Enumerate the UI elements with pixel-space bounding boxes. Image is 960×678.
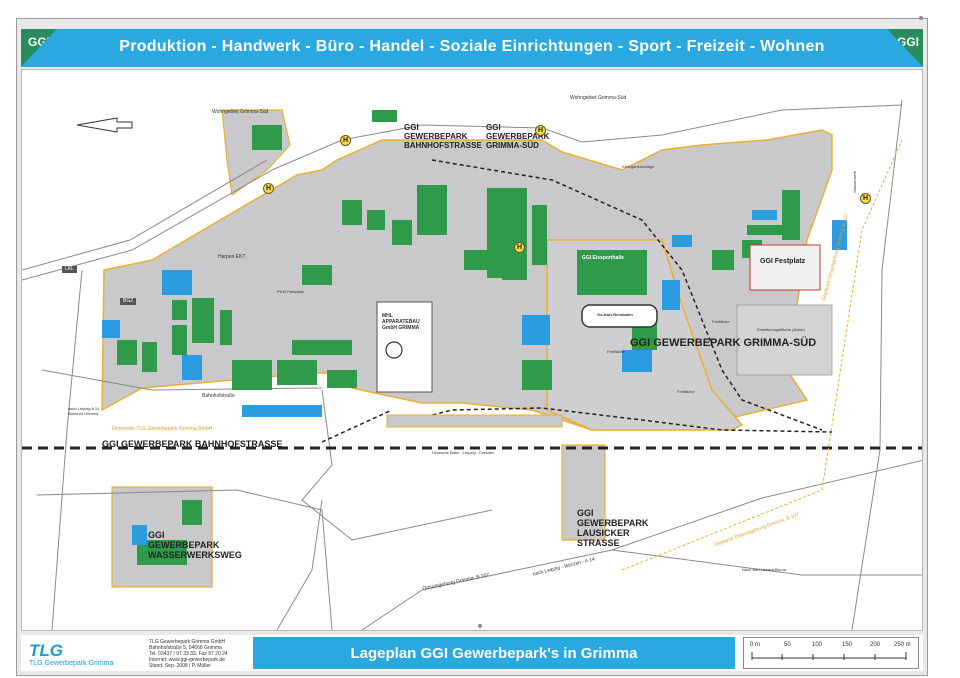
- tlg-logo-mark: TLG: [29, 641, 63, 660]
- scale-ruler: [751, 652, 907, 660]
- label-bgz: BGZ: [120, 298, 137, 305]
- bus-stop-icon: H: [535, 125, 546, 136]
- scale-bar: 0 m 50 100 150 200 250 m: [743, 637, 919, 669]
- bus-stop-icon: H: [263, 183, 274, 194]
- scale-label: 100: [812, 642, 823, 648]
- label-lausicker: GGI GEWERBEPARK LAUSICKER STRASSE: [577, 508, 649, 548]
- label-wohngebiet-top: Wohngebiet Grimma-Süd: [570, 95, 627, 101]
- map-drawing: [22, 99, 922, 630]
- site-map[interactable]: GGI GEWERBEPARK BAHNHOFSTRASSE GGI GEWER…: [21, 69, 923, 631]
- label-grimma-sued-main: GGI GEWERBEPARK GRIMMA-SÜD: [630, 337, 817, 349]
- label-freiflaeche-2: Freifläche: [607, 349, 625, 354]
- label-tlg-firm: Firmensitz TLG Gewerbepark Grimma GmbH: [112, 426, 213, 432]
- bus-stop-icon: H: [340, 135, 351, 146]
- label-deutsche-bahn: Deutsche Bahn - Leipzig - Dresden: [432, 450, 495, 455]
- address-block: TLG Gewerbepark Grimma GmbH Bahnhofstraß…: [149, 639, 249, 669]
- map-sheet: GGI Produktion - Handwerk - Büro - Hande…: [16, 18, 928, 676]
- label-erweiterung: Erweiterungsfläche (Acker): [757, 327, 806, 332]
- label-mhl: MHL APPARATEBAU GmbH GRIMMA: [382, 313, 420, 331]
- park-bahnhofstrasse: [101, 129, 833, 431]
- address-line: TLG Gewerbepark Grimma GmbH: [149, 639, 226, 645]
- label-lkl: LKL: [62, 266, 77, 273]
- label-wasserwerksweg: GGI GEWERBEPARK WASSERWERKSWEG: [148, 530, 242, 560]
- label-bahnhofstrasse-main: GGI GEWERBEPARK BAHNHOFSTRASSE: [102, 439, 283, 449]
- address-line: Internet: www.ggi-gewerbepark.de: [149, 657, 225, 663]
- label-bahnhofstrasse-top: GGI GEWERBEPARK BAHNHOFSTRASSE: [404, 123, 482, 150]
- label-freiflaeche-3: Freifläche: [677, 389, 695, 394]
- tlg-logo-subtitle: TLG Gewerbepark Grimma: [29, 660, 114, 667]
- tlg-logo: TLG TLG Gewerbepark Grimma: [29, 641, 141, 669]
- label-nach-bad-lausick: Nach Bad Lausick/Borna: [742, 567, 787, 572]
- map-title: Lageplan GGI Gewerbepark's in Grimma: [253, 637, 735, 669]
- pin-icon: [478, 624, 482, 628]
- label-wasserwerk: Wasserwerk: [851, 171, 857, 193]
- legend-footer: TLG TLG Gewerbepark Grimma TLG Gewerbepa…: [21, 635, 923, 671]
- bus-stop-icon: H: [514, 242, 525, 253]
- label-grimma-sued-top: GGI GEWERBEPARK GRIMMA-SÜD: [486, 123, 550, 150]
- address-line: Stand: Sep. 2008 / P. Müller: [149, 663, 211, 669]
- label-eissporthalle: GGI Eissporthalle: [582, 255, 624, 261]
- label-nach-leipzig: nach Leipzig A 14 Bahnhof Grimma: [68, 406, 100, 416]
- scale-label: 150: [842, 642, 853, 648]
- label-kleingartenanlage: Kleingartenanlage: [622, 164, 655, 169]
- slogan-banner: GGI Produktion - Handwerk - Büro - Hande…: [21, 29, 923, 67]
- slogan-text: Produktion - Handwerk - Büro - Handel - …: [119, 38, 825, 55]
- scale-label: 50: [784, 642, 791, 648]
- address-line: Bahnhofstraße 5, 04668 Grimma: [149, 645, 222, 651]
- label-wohngebiet-left: Wohngebiet Grimma-Süd: [212, 109, 269, 115]
- bus-stop-icon: H: [860, 193, 871, 204]
- scale-label: 250 m: [894, 642, 911, 648]
- address-line: Tel. 03437 / 97 33 33, Fax 97 20 24: [149, 651, 228, 657]
- label-go-kart: Go-Kart-Rennbahn: [597, 312, 633, 317]
- park-topleft: [221, 109, 291, 197]
- park-lausicker: [561, 444, 606, 541]
- pin-icon: [919, 16, 923, 20]
- label-harpen: Harpen EKT: [218, 254, 246, 260]
- label-festplatz: GGI Festplatz: [760, 258, 806, 265]
- scale-label: 0 m: [750, 642, 761, 648]
- label-freiflaeche-1: Freifläche: [712, 319, 730, 324]
- label-parkplatz: PKW Parkplatz: [277, 289, 304, 294]
- label-bahnhofstrasse-street: Bahnhofstraße: [202, 393, 235, 399]
- scale-label: 200: [870, 642, 881, 648]
